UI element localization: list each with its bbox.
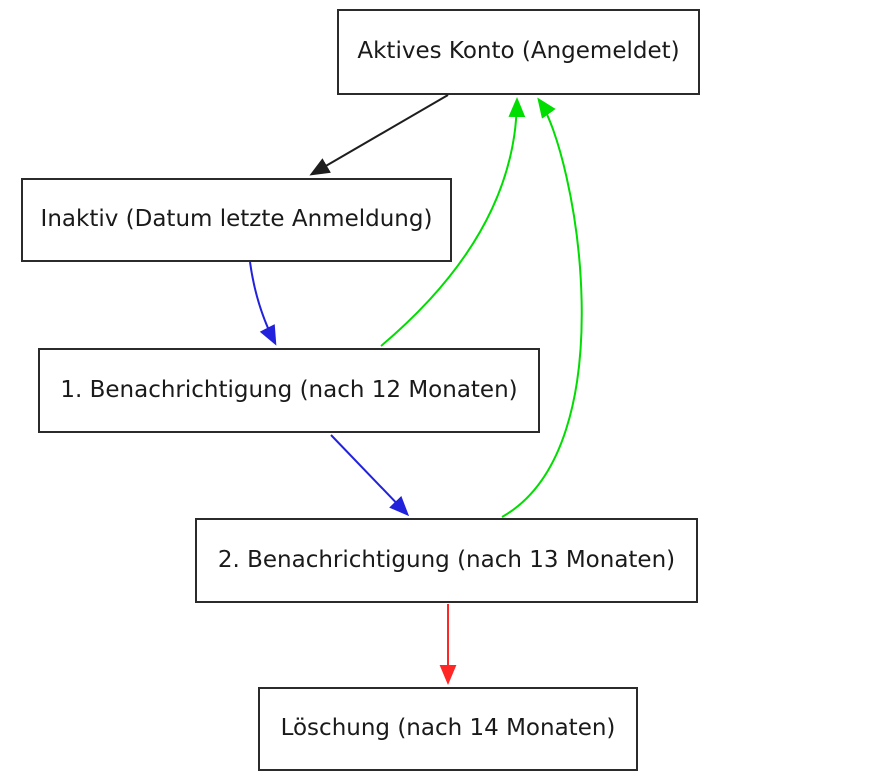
node-label-aktives-konto: Aktives Konto (Angemeldet) [357, 38, 680, 65]
edge-benachrichtigung2-to-aktiveskonto [501, 97, 583, 518]
edge-inaktiv-to-benachrichtigung1 [249, 261, 277, 346]
node-benachrichtigung-1: 1. Benachrichtigung (nach 12 Monaten) [38, 348, 540, 433]
node-label-benachrichtigung-1: 1. Benachrichtigung (nach 12 Monaten) [60, 376, 518, 403]
node-label-benachrichtigung-2: 2. Benachrichtigung (nach 13 Monaten) [217, 546, 676, 573]
edge-benachrichtigung1-to-benachrichtigung2 [330, 434, 410, 517]
node-loeschung: Löschung (nach 14 Monaten) [258, 687, 638, 771]
node-label-loeschung: Löschung (nach 14 Monaten) [280, 715, 616, 742]
node-benachrichtigung-2: 2. Benachrichtigung (nach 13 Monaten) [195, 518, 698, 603]
edge-aktiveskonto-to-inaktiv [309, 94, 449, 176]
node-inaktiv: Inaktiv (Datum letzte Anmeldung) [21, 178, 452, 262]
node-label-inaktiv: Inaktiv (Datum letzte Anmeldung) [40, 206, 433, 233]
node-aktives-konto: Aktives Konto (Angemeldet) [337, 9, 700, 95]
